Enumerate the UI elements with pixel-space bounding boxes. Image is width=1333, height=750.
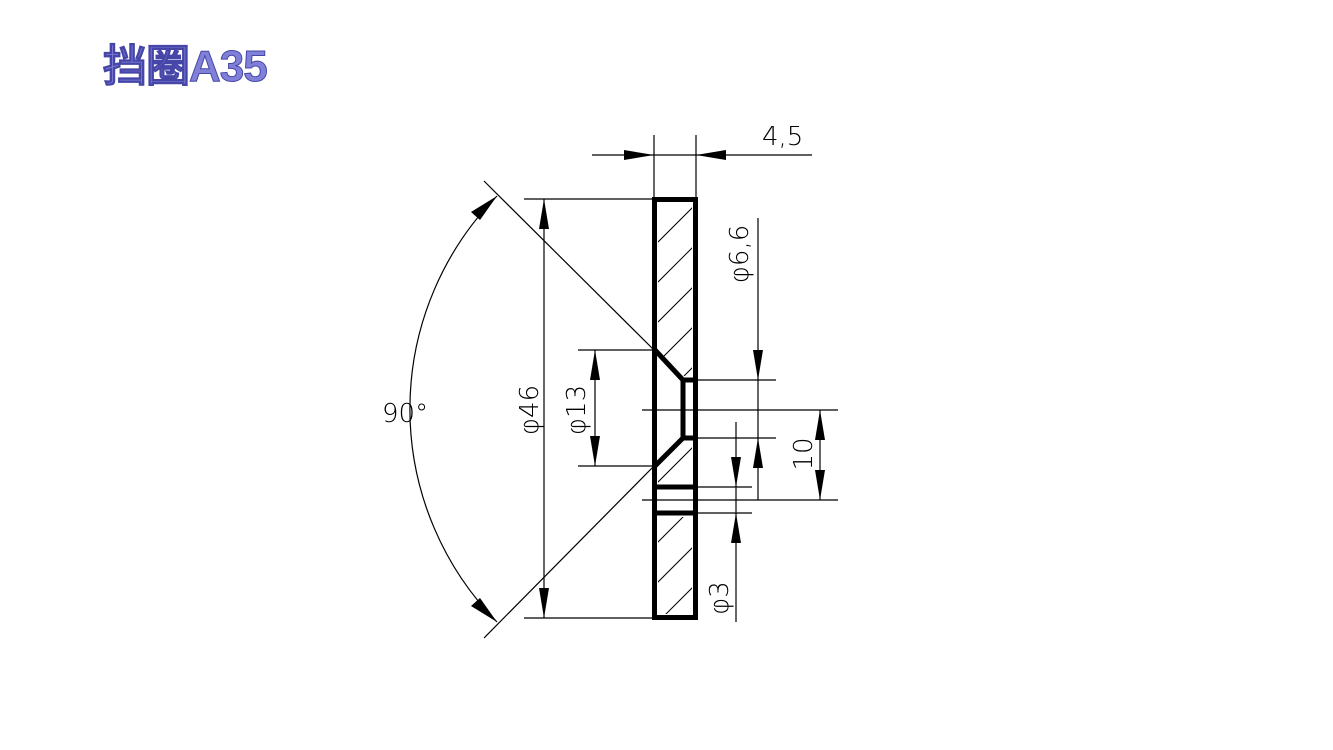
section-hatching <box>658 203 692 614</box>
dim-countersink-diameter: φ13 <box>562 385 592 435</box>
slide-title: 挡圈A35 <box>103 42 269 92</box>
dim-thickness: 4,5 <box>762 122 803 152</box>
part-outline <box>652 197 698 620</box>
dim-pin-offset: 10 <box>789 437 819 470</box>
dim-outer-diameter: φ46 <box>515 385 545 435</box>
dim-hole-diameter: φ6,6 <box>725 225 755 284</box>
dimension-arrows <box>471 150 825 622</box>
dim-countersink-angle: 90° <box>382 399 428 429</box>
dim-pin-hole-diameter: φ3 <box>705 581 735 615</box>
